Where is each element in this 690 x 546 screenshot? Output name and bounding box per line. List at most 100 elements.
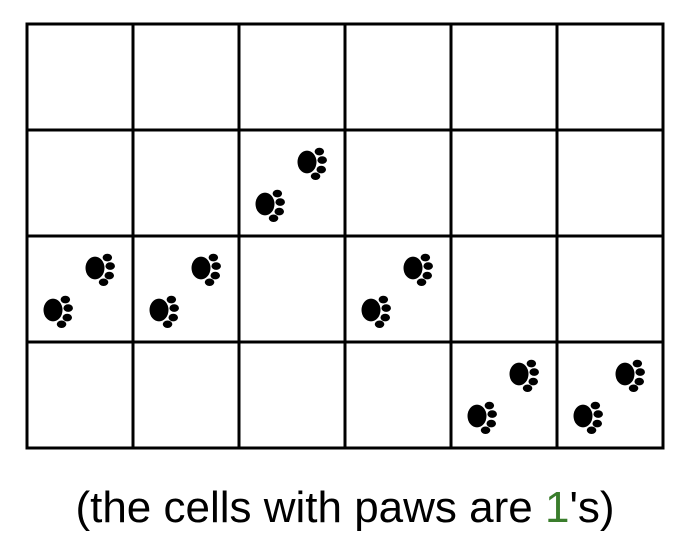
- grid-cell-r3-c2: [239, 342, 345, 448]
- paw-toe: [102, 253, 113, 262]
- paw-toe: [317, 156, 327, 164]
- paw-toe: [374, 320, 385, 329]
- paw-toe: [56, 320, 67, 329]
- cell-background: [133, 342, 239, 448]
- grid-cell-r0-c4: [451, 24, 557, 130]
- cell-background: [345, 342, 451, 448]
- paw-toe: [420, 253, 431, 262]
- paw-print-icon: [573, 401, 603, 435]
- paw-toe: [634, 377, 644, 386]
- paw-toe: [586, 426, 597, 435]
- paw-print-icon: [361, 295, 391, 329]
- grid-cell-r3-c5: [557, 342, 663, 448]
- paw-print-icon: [85, 253, 115, 287]
- paw-main-pad: [255, 192, 275, 216]
- grid-cell-r2-c2: [239, 236, 345, 342]
- cell-background: [239, 342, 345, 448]
- grid-cell-r1-c0: [27, 130, 133, 236]
- grid-cell-r3-c0: [27, 342, 133, 448]
- paw-main-pad: [573, 404, 593, 428]
- paw-toe: [487, 410, 497, 418]
- grid-cell-r1-c3: [345, 130, 451, 236]
- paw-print-icon: [467, 401, 497, 435]
- paw-print-icon: [297, 147, 327, 181]
- paw-toe: [423, 262, 433, 270]
- cell-background: [133, 130, 239, 236]
- cell-background: [451, 236, 557, 342]
- paw-toe: [526, 359, 537, 368]
- paw-toe: [274, 207, 284, 216]
- paw-main-pad: [361, 298, 381, 322]
- paw-toe: [162, 320, 173, 329]
- cell-background: [557, 130, 663, 236]
- caption-prefix: (the cells with paws are: [75, 483, 545, 532]
- cell-background: [27, 236, 133, 342]
- paw-toe: [310, 172, 321, 181]
- cell-background: [133, 236, 239, 342]
- paw-main-pad: [509, 362, 529, 386]
- grid-cell-r1-c4: [451, 130, 557, 236]
- paw-toe: [272, 189, 283, 198]
- paw-toe: [169, 304, 179, 312]
- caption-highlight: 1: [544, 483, 570, 532]
- paw-toe: [314, 147, 325, 156]
- paw-toe: [316, 165, 326, 174]
- paw-toe: [268, 214, 279, 223]
- cell-background: [239, 24, 345, 130]
- grid-cell-r0-c5: [557, 24, 663, 130]
- grid-cell-r3-c3: [345, 342, 451, 448]
- cell-background: [133, 24, 239, 130]
- cell-background: [345, 236, 451, 342]
- paw-toe: [210, 271, 220, 280]
- paw-toe: [529, 368, 539, 376]
- grid-cell-r0-c1: [133, 24, 239, 130]
- paw-toe: [378, 295, 389, 304]
- cell-background: [345, 24, 451, 130]
- paw-toe: [632, 359, 643, 368]
- paw-print-icon: [149, 295, 179, 329]
- paw-toe: [522, 384, 533, 393]
- paw-toe: [204, 278, 215, 287]
- paw-main-pad: [297, 150, 317, 174]
- paw-main-pad: [403, 256, 423, 280]
- paw-toe: [628, 384, 639, 393]
- cell-background: [27, 130, 133, 236]
- paw-main-pad: [149, 298, 169, 322]
- paw-toe: [422, 271, 432, 280]
- cell-background: [451, 24, 557, 130]
- paw-toe: [480, 426, 491, 435]
- cell-background: [451, 342, 557, 448]
- paw-main-pad: [43, 298, 63, 322]
- paw-toe: [208, 253, 219, 262]
- grid-cell-r0-c0: [27, 24, 133, 130]
- paw-toe: [60, 295, 71, 304]
- grid-cell-r1-c2: [239, 130, 345, 236]
- caption-suffix: 's): [569, 483, 615, 532]
- paw-toe: [62, 313, 72, 322]
- paw-toe: [416, 278, 427, 287]
- paw-main-pad: [191, 256, 211, 280]
- paw-toe: [168, 313, 178, 322]
- cell-background: [451, 130, 557, 236]
- paw-print-icon: [615, 359, 645, 393]
- cell-background: [345, 130, 451, 236]
- grid-cell-r2-c1: [133, 236, 239, 342]
- paw-toe: [484, 401, 495, 410]
- paw-print-icon: [403, 253, 433, 287]
- paw-print-icon: [255, 189, 285, 223]
- paw-toe: [635, 368, 645, 376]
- paw-toe: [98, 278, 109, 287]
- grid-cell-r2-c4: [451, 236, 557, 342]
- paw-toe: [211, 262, 221, 270]
- paw-toe: [590, 401, 601, 410]
- grid-cell-r0-c3: [345, 24, 451, 130]
- grid-cell-r3-c4: [451, 342, 557, 448]
- caption: (the cells with paws are 1's): [0, 482, 690, 534]
- grid-cell-r2-c0: [27, 236, 133, 342]
- grid-cell-r2-c5: [557, 236, 663, 342]
- paw-print-icon: [43, 295, 73, 329]
- paw-toe: [486, 419, 496, 428]
- paw-toe: [63, 304, 73, 312]
- paw-main-pad: [85, 256, 105, 280]
- paw-toe: [275, 198, 285, 206]
